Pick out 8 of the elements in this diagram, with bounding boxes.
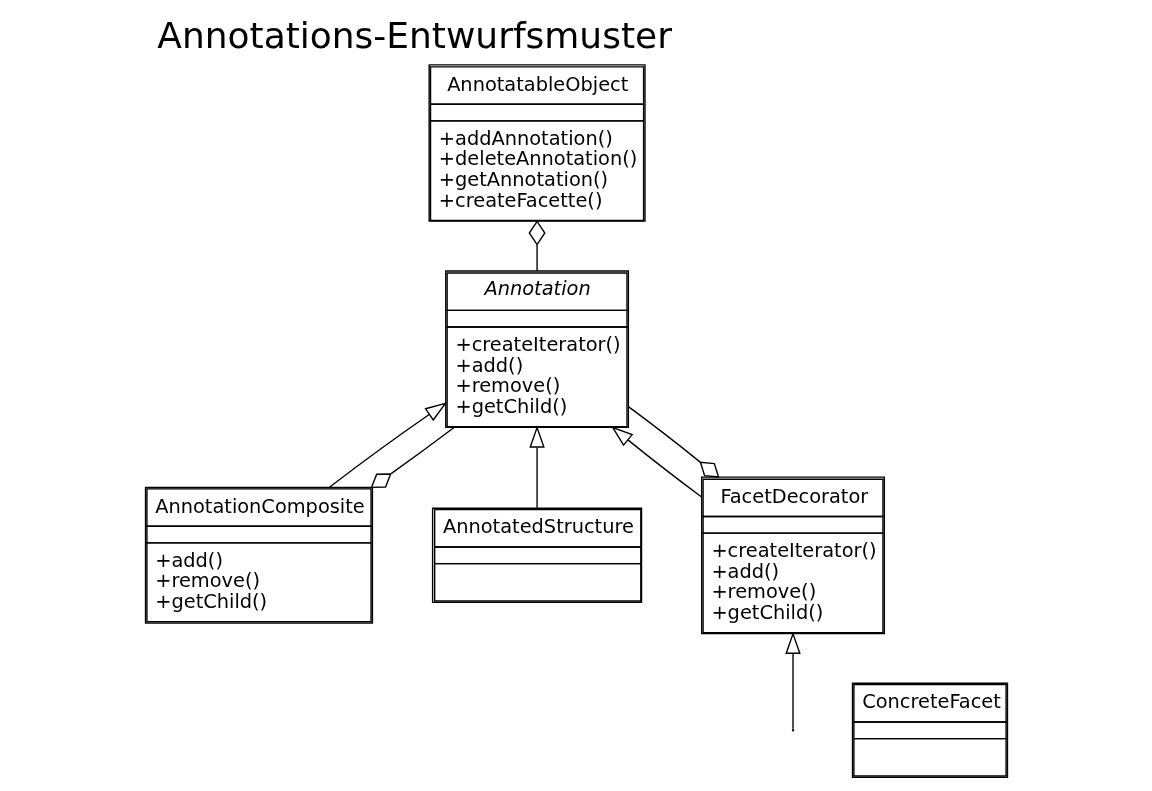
arrow xyxy=(528,425,545,509)
arrow xyxy=(328,402,447,488)
connector xyxy=(370,426,455,489)
connector xyxy=(528,220,546,272)
connector xyxy=(627,406,719,478)
arrow xyxy=(610,426,702,498)
arrow xyxy=(784,631,801,730)
diagram-title: Annotations-Entwurfsmuster xyxy=(156,14,672,56)
